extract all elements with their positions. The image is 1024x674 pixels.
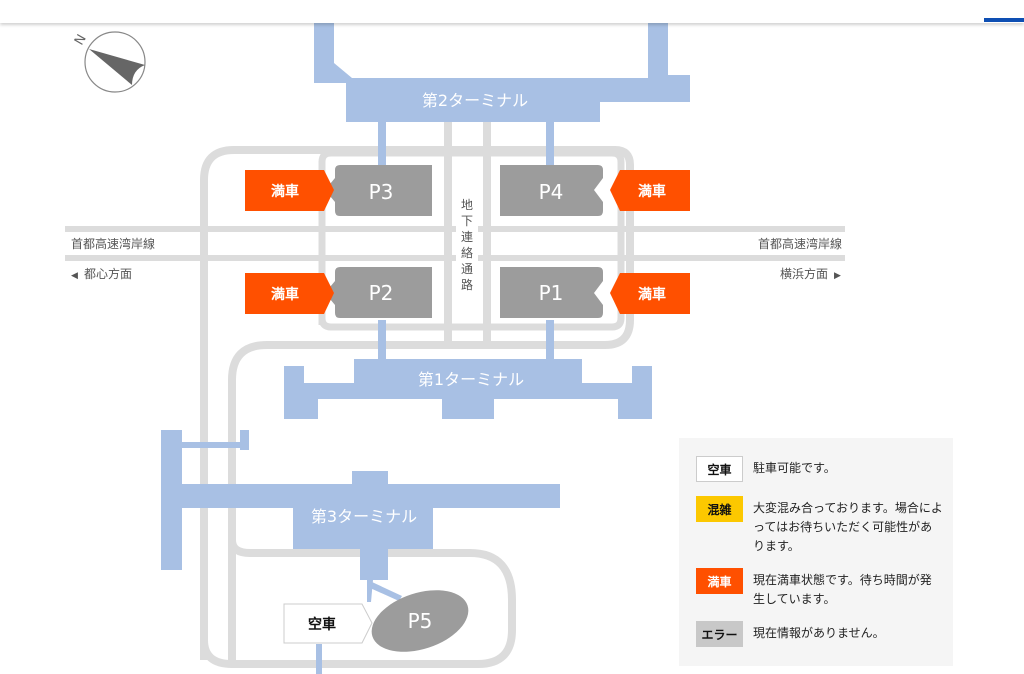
status-legend: 空車 駐車可能です。 混雑 大変混み合っております。場合によってはお待ちいただく… [679,438,953,666]
terminal-2-label: 第2ターミナル [422,91,528,110]
terminal-2-bridge-right [546,122,554,166]
parking-lot-p3[interactable]: P3 [325,165,432,216]
underground-passage-char: 連 [461,230,473,244]
terminal-1-bridge-right [546,320,554,362]
status-label: 満車 [271,183,299,200]
parking-lot-label: P5 [408,609,433,633]
status-tag-p2: 満車 [245,273,334,314]
status-label: 満車 [271,286,299,303]
legend-description: 大変混み合っております。場合によってはお待ちいただく可能性があります。 [753,501,943,553]
legend-description: 現在満車状態です。待ち時間が発生しています。 [753,573,932,606]
terminal-3-walkway [182,442,242,448]
legend-badge-crowded: 混雑 [696,496,743,522]
parking-lot-label: P3 [369,180,394,204]
underground-passage-char: 通 [461,262,473,276]
arrow-right-icon: ▶ [834,271,841,281]
parking-lot-p5[interactable]: P5 [364,579,476,663]
p5-bridge-bottom [316,644,322,674]
terminals [161,23,690,674]
terminal-3-walkway-end [240,430,249,450]
parking-lot-p4[interactable]: P4 [500,165,603,216]
legend-description: 現在情報がありません。 [753,626,885,640]
status-label: 空車 [308,616,336,633]
direction-label-right: 横浜方面 [780,266,828,281]
terminal-1-label: 第1ターミナル [418,370,524,389]
status-tag-p1: 満車 [610,273,690,314]
terminal-2-bridge-left [378,122,386,166]
underground-passage-label: 地 下 連 絡 通 路 [461,198,473,292]
parking-lot-p1[interactable]: P1 [500,267,603,318]
parking-lot-label: P4 [539,180,564,204]
status-tag-p3: 満車 [245,170,334,211]
terminal-3-building [161,430,560,580]
parking-lot-label: P2 [369,281,394,305]
legend-item-vacant: 空車 駐車可能です。 [696,456,943,482]
expressway-label-right: 首都高速湾岸線 [758,236,842,251]
terminal-3-p5-link-2 [370,582,402,601]
underground-passage-char: 路 [461,277,473,292]
parking-lot-p2[interactable]: P2 [325,267,432,318]
road-inner-ring [318,149,625,331]
header-accent-bar [984,18,1024,22]
expressway-label-left: 首都高速湾岸線 [71,236,155,251]
terminal-3-label: 第3ターミナル [311,507,417,526]
underground-passage-char: 下 [461,214,473,228]
status-tag-p4: 満車 [610,170,690,211]
arrow-left-icon: ◀ [71,271,78,281]
roads [65,120,845,668]
direction-label-left: 都心方面 [84,266,132,281]
compass-north-arrow-icon: N [72,31,146,93]
road-p5-loop [200,539,516,668]
underground-passage-char: 地 [461,198,473,212]
status-tag-p5: 空車 [283,603,373,644]
underground-passage-char: 絡 [461,245,473,260]
status-label: 満車 [638,286,666,303]
status-label: 満車 [638,183,666,200]
legend-item-full: 満車 現在満車状態です。待ち時間が発生しています。 [696,568,943,609]
terminal-2-building [314,23,690,122]
legend-description: 駐車可能です。 [753,461,836,475]
underground-passage-bg [456,192,478,302]
legend-badge-error: エラー [696,621,743,647]
parking-lot-label: P1 [539,281,564,305]
road-lower-loop [228,319,634,660]
compass-north-label: N [72,32,90,48]
legend-badge-full: 満車 [696,568,743,594]
terminal-1-bridge-left [378,320,386,362]
legend-badge-vacant: 空車 [696,456,743,482]
top-bar [0,0,1024,23]
legend-item-error: エラー 現在情報がありません。 [696,621,943,647]
terminal-1-building [284,359,652,419]
legend-item-crowded: 混雑 大変混み合っております。場合によってはお待ちいただく可能性があります。 [696,496,943,556]
